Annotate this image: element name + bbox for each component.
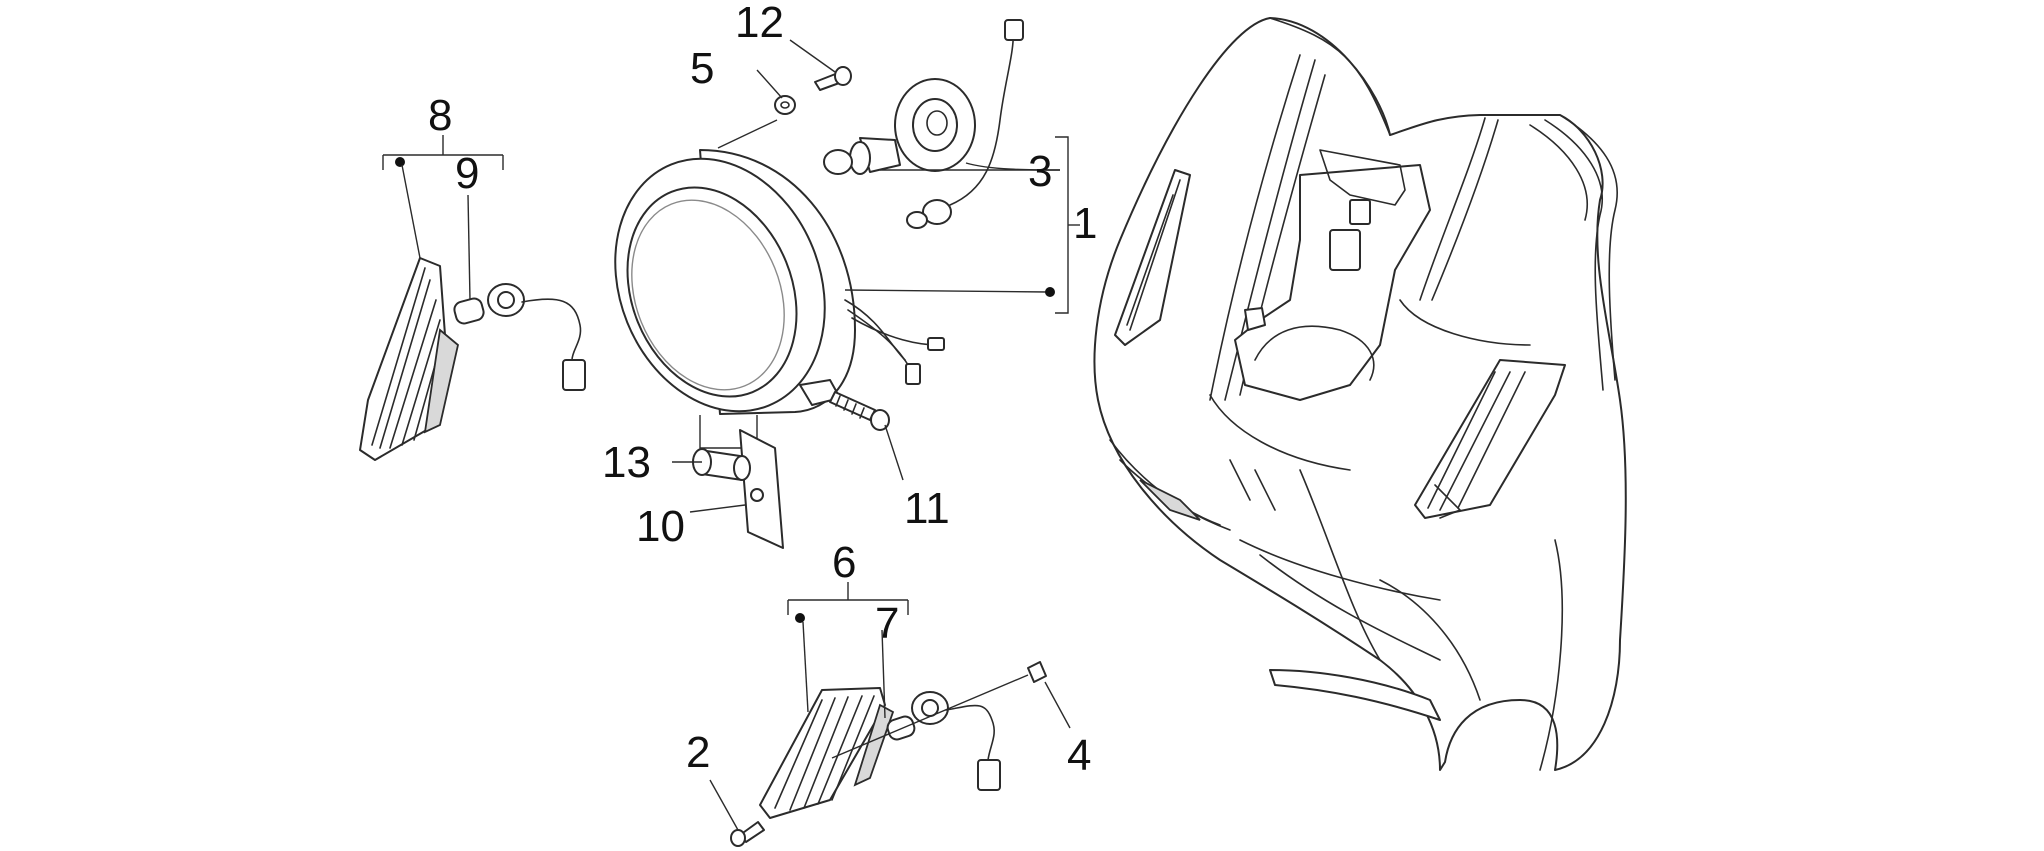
left-side-indicator-assembly <box>359 135 586 461</box>
callout-6: 6 <box>832 538 856 587</box>
scooter-front-shield <box>1093 17 1627 771</box>
callout-8: 8 <box>428 91 452 140</box>
callout-3: 3 <box>1028 147 1052 196</box>
callout-9: 9 <box>455 149 479 198</box>
callout-labels: 1 2 3 4 5 6 7 8 9 10 11 12 13 <box>428 0 1097 780</box>
callout-13: 13 <box>602 438 651 487</box>
callout-11: 11 <box>904 484 950 533</box>
callout-4: 4 <box>1067 731 1091 780</box>
callout-12: 12 <box>735 0 784 47</box>
callout-5: 5 <box>690 44 714 93</box>
callout-7: 7 <box>875 599 899 648</box>
headlight-bracket-assembly <box>672 391 904 549</box>
front-side-indicator-assembly <box>709 582 1071 847</box>
callout-2: 2 <box>686 728 710 777</box>
headlight-assembly <box>614 19 1080 415</box>
callout-1: 1 <box>1073 199 1097 248</box>
callout-10: 10 <box>636 502 685 551</box>
